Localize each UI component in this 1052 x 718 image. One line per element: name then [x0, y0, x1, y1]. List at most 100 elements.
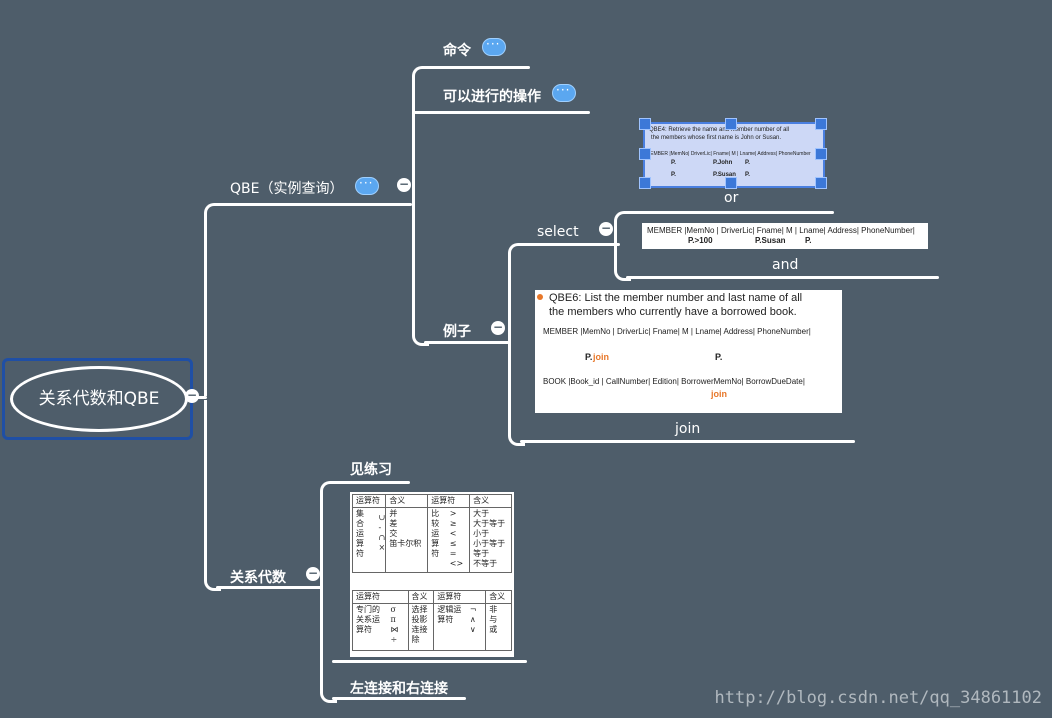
root-stem	[190, 396, 207, 399]
t1-cmp-meaning: 大于等于	[473, 519, 506, 528]
t2-rel-op: π	[390, 615, 396, 624]
and-image-header: MEMBER |MemNo | DriverLic| Fname| M | Ln…	[647, 226, 915, 235]
join-book-header: BOOK |Book_id | CallNumber| Edition| Bor…	[543, 377, 805, 386]
resize-handle-l[interactable]	[639, 148, 651, 160]
t2-rel-op: ÷	[390, 635, 398, 644]
t1-set-op: ×	[378, 542, 386, 552]
operations-label[interactable]: 可以进行的操作	[443, 89, 541, 105]
or-underline	[626, 211, 834, 214]
examples-collapse-toggle[interactable]: −	[491, 320, 505, 335]
select-connector-top	[614, 211, 631, 249]
t1-cmp-op: =	[449, 549, 457, 558]
t2-logic-meaning: 或	[489, 625, 498, 634]
examples-label[interactable]: 例子	[443, 324, 471, 340]
select-label[interactable]: select	[537, 224, 579, 240]
t1-set-label: 集合运算符	[356, 509, 364, 558]
qbe-collapse-toggle[interactable]: −	[397, 177, 411, 192]
qbe-comment-icon[interactable]	[355, 176, 379, 195]
t1-cmp-op: <	[449, 529, 457, 538]
and-underline	[626, 276, 939, 279]
operations-comment-icon[interactable]	[552, 83, 576, 102]
join-title-line1: QBE6: List the member number and last na…	[549, 292, 803, 304]
join-member-p2: P.	[715, 352, 723, 362]
and-label[interactable]: and	[772, 257, 799, 273]
t2-header-op2: 运算符	[433, 590, 487, 604]
join-underline	[520, 440, 855, 443]
and-example-image[interactable]: MEMBER |MemNo | DriverLic| Fname| M | Ln…	[642, 223, 928, 249]
algebra-collapse-toggle[interactable]: −	[306, 566, 320, 581]
t1-set-meaning: 并	[389, 509, 398, 518]
command-underline	[424, 66, 530, 69]
examples-connector-top	[508, 243, 525, 346]
t2-rel-meaning: 除	[411, 635, 420, 644]
t2-rel-meaning: 连接	[411, 625, 428, 634]
or-row2-lname: P.	[745, 172, 750, 178]
resize-handle-tr[interactable]	[815, 118, 827, 130]
t2-rel-label: 专门的关系运算符	[356, 605, 380, 634]
t1-header-meaning2: 含义	[469, 494, 512, 508]
t1-set-meaning: 差	[389, 519, 398, 528]
root-label: 关系代数和QBE	[38, 389, 160, 409]
qbe-children-connector-bottom	[412, 200, 429, 346]
t2-logic-meaning: 非	[489, 605, 498, 614]
outer-join-underline	[332, 697, 466, 700]
or-image-line2: the members whose first name is John or …	[651, 135, 782, 141]
t1-set-op: -	[378, 522, 382, 532]
command-comment-icon[interactable]	[482, 37, 506, 56]
t1-cmp-op: ≤	[449, 539, 457, 548]
or-image-line1: QBE4: Retrieve the name and member numbe…	[649, 127, 790, 133]
join-label[interactable]: join	[675, 421, 701, 437]
or-row1-lname: P.	[745, 160, 750, 166]
operator-table-1: 运算符 含义 运算符 含义 集合运算符 ∪ - ∩ × 并 差 交 笛卡尔积	[351, 494, 512, 573]
join-example-image[interactable]: QBE6: List the member number and last na…	[535, 290, 842, 413]
resize-handle-br[interactable]	[815, 177, 827, 189]
t2-rel-meaning: 选择	[411, 605, 428, 614]
t2-logic-meaning: 与	[489, 615, 498, 624]
t2-rel-op: σ	[390, 605, 397, 614]
examples-underline	[424, 341, 510, 344]
qbe-label[interactable]: QBE（实例查询）	[230, 181, 344, 197]
t2-logic-op: ∨	[469, 625, 476, 634]
t1-cmp-meaning: 等于	[473, 549, 490, 558]
t2-header-meaning1: 含义	[407, 590, 435, 604]
and-row-fname: P.Susan	[755, 236, 786, 245]
t1-cmp-meaning: 小于	[473, 529, 490, 538]
t2-logic-op: ∧	[469, 615, 476, 624]
resize-handle-b[interactable]	[725, 177, 737, 189]
resize-handle-t[interactable]	[725, 118, 737, 130]
practice-underline	[332, 481, 410, 484]
resize-handle-r[interactable]	[815, 148, 827, 160]
t2-header-meaning2: 含义	[485, 590, 512, 604]
qbe-children-connector-top	[412, 66, 429, 209]
t1-cmp-label: 比较运算符	[431, 509, 440, 558]
algebra-connector-bottom	[320, 583, 337, 703]
or-image-header: MEMBER |MemNo| DriverLic| Fname| M | Lna…	[646, 151, 811, 157]
t2-rel-op: ⋈	[390, 625, 399, 634]
operator-tables-image[interactable]: 运算符 含义 运算符 含义 集合运算符 ∪ - ∩ × 并 差 交 笛卡尔积	[350, 492, 514, 657]
resize-handle-bl[interactable]	[639, 177, 651, 189]
algebra-label[interactable]: 关系代数	[230, 570, 286, 586]
join-book-join: join	[711, 389, 727, 399]
and-row-memno: P.>100	[688, 236, 713, 245]
bullet-icon	[537, 294, 543, 300]
root-node[interactable]	[10, 366, 188, 432]
branch-qbe-connector	[204, 203, 221, 396]
join-member-header: MEMBER |MemNo | DriverLic| Fname| M | Ln…	[543, 327, 811, 336]
or-row2-fname: P.Susan	[713, 172, 736, 178]
practice-label[interactable]: 见练习	[350, 462, 392, 478]
or-row1-memno: P.	[671, 160, 676, 166]
outer-join-label[interactable]: 左连接和右连接	[350, 681, 448, 697]
command-label[interactable]: 命令	[443, 43, 471, 59]
operations-underline	[414, 111, 590, 114]
t2-logic-op: ¬	[469, 605, 477, 614]
and-row-lname: P.	[805, 236, 812, 245]
operator-tables-underline	[332, 660, 527, 663]
or-label[interactable]: or	[724, 190, 739, 206]
join-member-join: join	[593, 352, 609, 362]
operator-table-2: 运算符 含义 运算符 含义 专门的关系运算符 σ π ⋈ ÷ 选择 投影 连接 …	[352, 590, 512, 651]
t1-set-meaning: 笛卡尔积	[389, 539, 422, 548]
resize-handle-tl[interactable]	[639, 118, 651, 130]
select-collapse-toggle[interactable]: −	[599, 221, 613, 236]
algebra-underline	[216, 586, 322, 589]
t1-header-op1: 运算符	[351, 494, 387, 508]
